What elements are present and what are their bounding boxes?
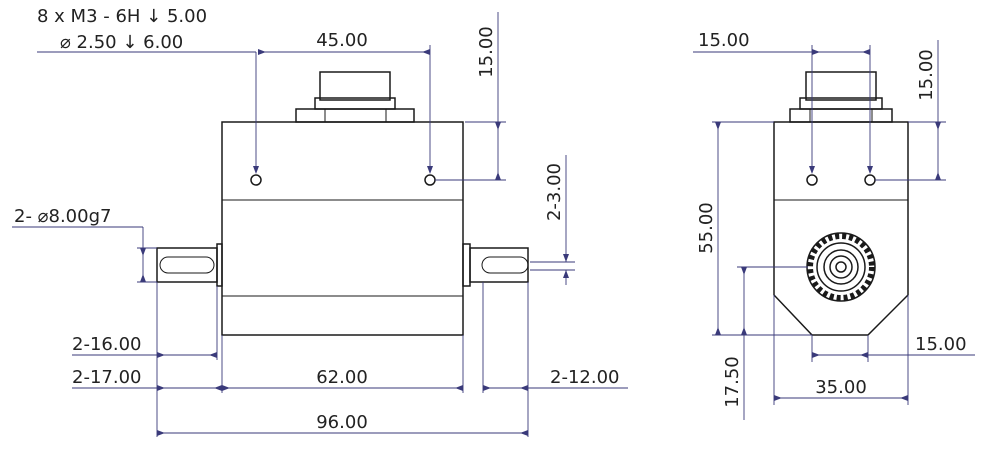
thread-callout-1: 8 x M3 - 6H ↓ 5.00 — [37, 6, 207, 27]
shaft-left — [156, 247, 218, 283]
keyway-right — [481, 256, 529, 274]
side-connector-flange — [806, 232, 876, 302]
mount-hole-right — [424, 174, 436, 186]
side-body-outline — [773, 121, 909, 336]
dim-side-top-width: 15.00 — [698, 30, 750, 51]
side-view: 15.00 15.00 55.00 17.50 15.00 — [693, 30, 975, 420]
connector-top — [319, 71, 391, 101]
dim-side-total-height: 55.00 — [696, 202, 717, 254]
shaft-spec: 2- ⌀8.00g7 — [14, 206, 111, 227]
connector-base — [295, 108, 415, 123]
side-connector-top — [805, 71, 877, 101]
front-view: 8 x M3 - 6H ↓ 5.00 ⌀ 2.50 ↓ 6.00 45.00 1… — [12, 6, 628, 437]
dim-side-center-height: 17.50 — [722, 356, 743, 408]
dim-keyway: 2-3.00 — [544, 163, 565, 221]
dim-shaft-right: 2-12.00 — [550, 367, 619, 388]
dim-shaft-length-17: 2-17.00 — [72, 367, 141, 388]
side-hole-left — [806, 174, 818, 186]
side-hole-right — [864, 174, 876, 186]
dim-overall-length: 96.00 — [316, 412, 368, 433]
side-connector-base — [789, 108, 893, 123]
shaft-right — [469, 247, 529, 283]
keyway-left — [159, 256, 215, 274]
mount-hole-left — [250, 174, 262, 186]
dim-body-length: 62.00 — [316, 367, 368, 388]
dim-side-bottom-width: 15.00 — [915, 334, 967, 355]
thread-callout-2: ⌀ 2.50 ↓ 6.00 — [60, 32, 183, 53]
dim-shaft-length-16: 2-16.00 — [72, 334, 141, 355]
dim-side-body-width: 35.00 — [815, 377, 867, 398]
dim-side-connector-height: 15.00 — [916, 49, 937, 101]
dim-connector-height: 15.00 — [476, 26, 497, 78]
body-outline — [221, 121, 464, 336]
dim-hole-spacing: 45.00 — [316, 30, 368, 51]
